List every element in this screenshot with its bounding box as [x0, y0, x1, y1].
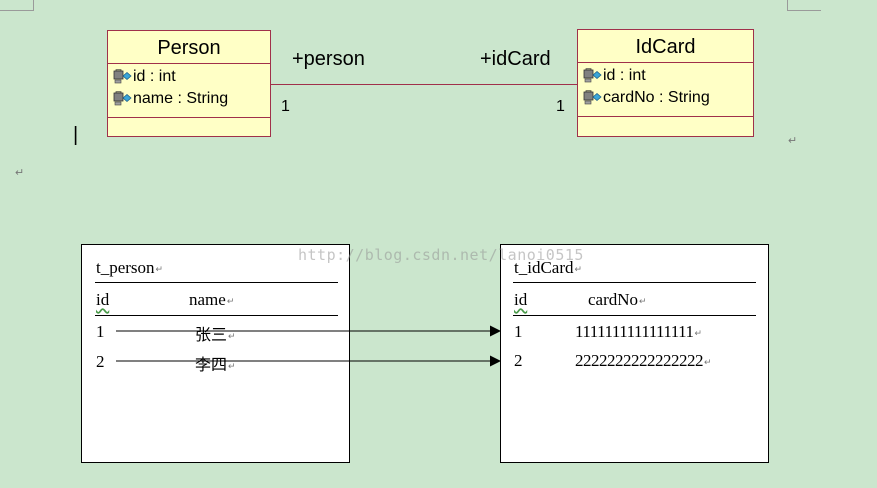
uml-attribute-compartment: id : int cardNo : String	[578, 63, 753, 117]
divider	[95, 282, 338, 283]
private-attribute-icon	[113, 69, 132, 84]
column-header: name↵	[189, 290, 234, 310]
table-t-person[interactable]: t_person↵ id name↵ 1 张三↵ 2 李四↵	[81, 244, 350, 463]
uml-attribute: id : int	[578, 65, 753, 87]
uml-attribute-label: name : String	[133, 90, 229, 107]
multiplicity-left: 1	[281, 98, 290, 115]
page-corner-mark-left-h	[0, 10, 34, 11]
table-name-label: t_idCard	[514, 258, 574, 277]
uml-attribute-label: cardNo : String	[603, 89, 710, 106]
table-name-label: t_person	[96, 258, 155, 277]
table-cell: 1	[96, 322, 105, 341]
paragraph-mark: ↵	[15, 167, 25, 179]
text-cursor: |	[73, 124, 79, 146]
uml-class-name: IdCard	[578, 30, 753, 63]
column-header: cardNo↵	[588, 290, 647, 310]
arrowhead-icon	[490, 325, 501, 337]
page-corner-mark-left	[33, 0, 34, 11]
multiplicity-right: 1	[556, 98, 565, 115]
divider	[513, 282, 756, 283]
table-cell-text: 1111111111111111	[575, 322, 694, 341]
table-cell-text: 李四	[195, 355, 228, 374]
table-cell: 张三↵	[195, 321, 236, 345]
paragraph-mark: ↵	[155, 264, 164, 274]
association-line	[270, 84, 578, 85]
paragraph-mark: ↵	[639, 296, 647, 306]
private-attribute-icon	[583, 68, 602, 83]
paragraph-mark: ↵	[694, 328, 703, 338]
table-cell: 2	[96, 352, 105, 371]
table-cell: 2	[514, 351, 523, 370]
paragraph-mark: ↵	[228, 331, 236, 341]
paragraph-mark: ↵	[226, 296, 235, 306]
table-cell: 1	[514, 322, 523, 341]
divider	[95, 315, 338, 316]
paragraph-mark: ↵	[574, 264, 583, 274]
uml-attribute-label: id : int	[133, 68, 176, 85]
arrowhead-icon	[490, 355, 501, 367]
page-corner-mark-right-h	[787, 10, 821, 11]
private-attribute-icon	[583, 90, 602, 105]
row-mapping-arrows	[116, 325, 501, 367]
uml-class-idcard[interactable]: IdCard id : int cardNo : String	[577, 29, 754, 137]
private-attribute-icon	[113, 91, 132, 106]
uml-attribute: id : int	[108, 66, 270, 88]
column-header: id	[96, 290, 109, 310]
column-header-label: cardNo	[588, 290, 639, 309]
association-role-right: +idCard	[480, 48, 551, 70]
table-name: t_person↵	[96, 258, 163, 278]
column-header: id	[514, 290, 527, 310]
paragraph-mark: ↵	[704, 357, 712, 367]
uml-attribute: name : String	[108, 88, 270, 110]
uml-attribute-compartment: id : int name : String	[108, 64, 270, 118]
table-t-idcard[interactable]: t_idCard↵ id cardNo↵ 1 1111111111111111↵…	[500, 244, 769, 463]
table-cell: 1111111111111111↵	[575, 322, 702, 342]
column-header-label: name	[189, 290, 226, 309]
uml-attribute: cardNo : String	[578, 87, 753, 109]
page-corner-mark-right	[787, 0, 788, 11]
divider	[513, 315, 756, 316]
watermark: http://blog.csdn.net/lanoi0515	[298, 246, 584, 264]
paragraph-mark: ↵	[228, 361, 236, 371]
table-name: t_idCard↵	[514, 258, 582, 278]
table-cell: 李四↵	[195, 351, 236, 375]
uml-class-name: Person	[108, 31, 270, 64]
uml-attribute-label: id : int	[603, 67, 646, 84]
uml-class-person[interactable]: Person id : int name : String	[107, 30, 271, 137]
paragraph-mark: ↵	[788, 135, 798, 147]
table-cell-text: 张三	[195, 325, 228, 344]
column-header-label: id	[96, 290, 110, 309]
association-role-left: +person	[292, 48, 365, 70]
table-cell: 2222222222222222↵	[575, 351, 712, 371]
column-header-label: id	[514, 290, 528, 309]
table-cell-text: 2222222222222222	[575, 351, 704, 370]
